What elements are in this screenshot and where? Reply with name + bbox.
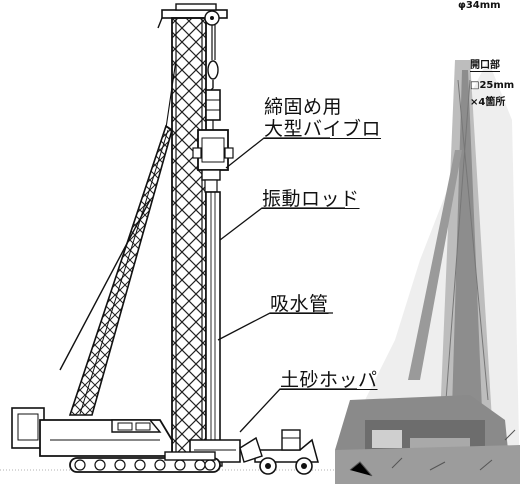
opening-title: 開口部 (470, 60, 500, 71)
hopper-label: 土砂ホッパ (280, 369, 378, 391)
opening-size: □25mm (470, 80, 515, 91)
hoist-hook (207, 25, 219, 97)
diameter-note: φ34mm (458, 0, 501, 11)
crane-boom (59, 59, 177, 416)
wheel-loader-drawing (239, 429, 319, 475)
rod-label: 振動ロッド (262, 188, 360, 210)
opening-count: ×4箇所 (470, 97, 506, 108)
suction-pipe-label: 吸水管 (270, 293, 329, 315)
vibro-hammer (192, 89, 234, 193)
crawler-crane-drawing (11, 407, 221, 473)
vibrating-rod (203, 191, 223, 467)
vibro-label-line1: 締固め用 (264, 96, 343, 118)
vibro-rig-photo (335, 60, 520, 484)
leader-mast (157, 3, 228, 459)
vibro-label-line2: 大型バイブロ (264, 118, 382, 140)
leader-lines (217, 137, 357, 433)
